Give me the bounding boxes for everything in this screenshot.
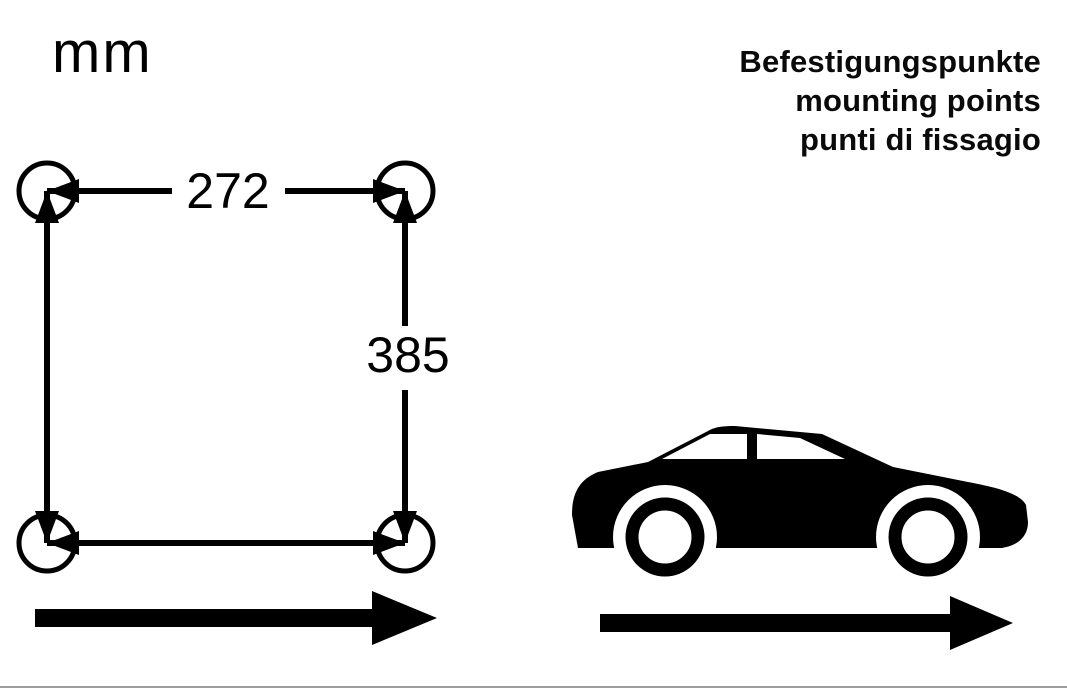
legend-line-italian: punti di fissagio [799,122,1041,157]
front-window [757,434,845,459]
direction-arrow-right-icon [600,596,1013,650]
car-side-icon [572,426,1028,589]
legend-line-english: mounting points [795,83,1041,118]
front-wheel-icon [888,497,968,577]
unit-label: mm [52,20,153,85]
height-dimension-label: 385 [366,327,449,383]
width-dimension-label: 272 [186,163,269,219]
bottom-rule [0,686,1067,688]
rear-wheel-icon [625,497,705,577]
ink-layer: 272 385 [16,160,1028,650]
rear-window [662,434,747,459]
legend-line-german: Befestigungspunkte [739,44,1041,79]
direction-arrow-left-icon [35,591,437,645]
legend: Befestigungspunkte mounting points punti… [739,42,1041,159]
